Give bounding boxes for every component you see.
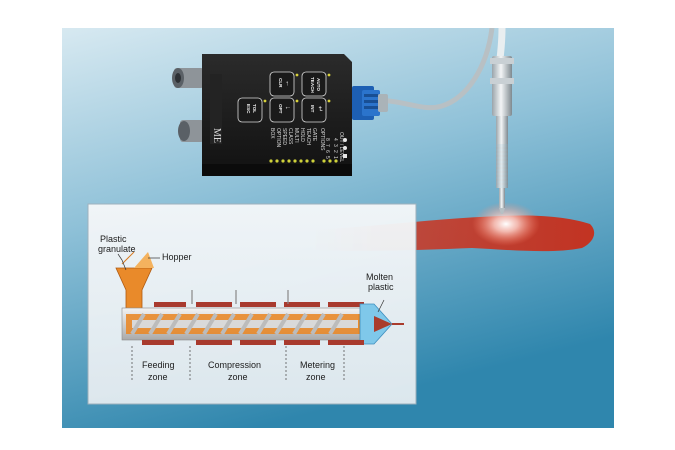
key-auto-label: AUTO [316,78,321,91]
enter-icon: ↵ [316,106,323,112]
status-label-class: CLASS [287,128,293,145]
status-label-teach: TEACH [305,128,311,145]
zone-dividers [131,346,345,380]
channel-number-2: 2 [332,150,338,153]
illustration-canvas: ME TEACH AUTO CLR ← ESC TOL OPT ↓ INT ↵ [62,28,614,428]
extruder-diagram-panel: Plastic granulate Hopper Molten plastic … [87,203,417,405]
sensor-controller: ME TEACH AUTO CLR ← ESC TOL OPT ↓ INT ↵ [202,54,388,176]
label-metering-zone: zone [306,372,326,382]
key-int-label: INT [310,105,315,113]
label-plastic: Plastic [100,234,127,244]
label-molten: Molten [366,272,393,282]
label-feeding-zone: zone [148,372,168,382]
channel-number-3: 3 [332,144,338,147]
label-granulate: granulate [98,244,136,254]
status-leds [269,159,338,163]
channel-number-8: 8 [324,138,330,141]
label-molten-plastic: plastic [368,282,394,292]
channel-number-4: 4 [332,138,338,141]
m12-connector-bottom [178,120,204,142]
arrow-down-icon: ↓ [284,106,291,110]
svg-text:ME: ME [211,128,222,143]
leader-lines [117,253,385,313]
screw-flights [130,312,344,336]
channel-number-5: 5 [324,156,330,159]
heater-bands-bottom [142,340,364,345]
label-metering: Metering [300,360,335,370]
key-clr[interactable]: CLR ← [269,71,295,97]
key-esc-label: ESC [246,104,251,114]
key-opt-label: OPT [278,104,283,114]
status-label-hold: HOLD [299,128,305,142]
option-indicator-icons [343,138,347,158]
label-compression-zone: zone [228,372,248,382]
key-teach-label: TEACH [310,77,315,94]
controller-cable [371,28,495,111]
out-level-label: OUT / LEVEL [338,132,344,162]
status-label-gate: GATE [311,128,317,142]
key-clr-label: CLR [278,78,283,88]
product-illustration: ME TEACH AUTO CLR ← ESC TOL OPT ↓ INT ↵ [62,28,614,428]
label-hopper: Hopper [162,252,192,262]
label-feeding: Feeding [142,360,175,370]
channel-numbers: 1 2 3 4 5 6 7 8 [324,138,338,159]
label-compression: Compression [208,360,261,370]
key-teach-auto[interactable]: TEACH AUTO [301,71,327,97]
key-opt[interactable]: OPT ↓ [269,97,295,123]
fiber-probe [490,56,514,214]
key-led-dots [263,73,331,103]
heater-bands-top [154,302,364,307]
channel-number-7: 7 [324,144,330,147]
nozzle [359,303,404,345]
thermocouples [191,290,289,304]
hopper [115,251,154,311]
key-tol-label: TOL [252,104,257,113]
status-label-column: GATE TEACH HOLD MULTI CLASS SPEED OPTION… [269,128,317,148]
key-esc-tol[interactable]: ESC TOL [237,97,263,123]
status-label-multi: MULTI [293,128,299,143]
status-label-option: OPTION [275,128,281,148]
options-label: OPTIONS [319,128,325,151]
arrow-left-icon: ← [284,80,291,87]
m12-connector-top [172,68,204,88]
blue-connector [352,86,388,120]
brand-logo: ME [210,74,222,144]
status-label-speed: SPEED [281,128,287,145]
status-label-box: BOX [269,128,275,139]
laser-spot-glow [472,202,540,246]
channel-number-6: 6 [324,150,330,153]
channel-number-1: 1 [332,156,338,159]
key-int[interactable]: INT ↵ [301,97,327,123]
